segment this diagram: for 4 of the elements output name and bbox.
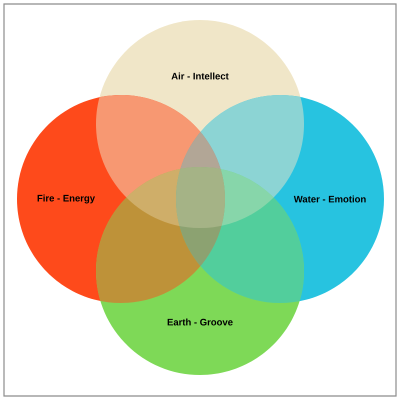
circle-label: Air - Intellect [171, 72, 229, 80]
circle-label: Water - Emotion [294, 196, 366, 202]
circle-label: Earth - Groove [168, 318, 233, 326]
circle-label: Fire - Energy [38, 194, 95, 204]
